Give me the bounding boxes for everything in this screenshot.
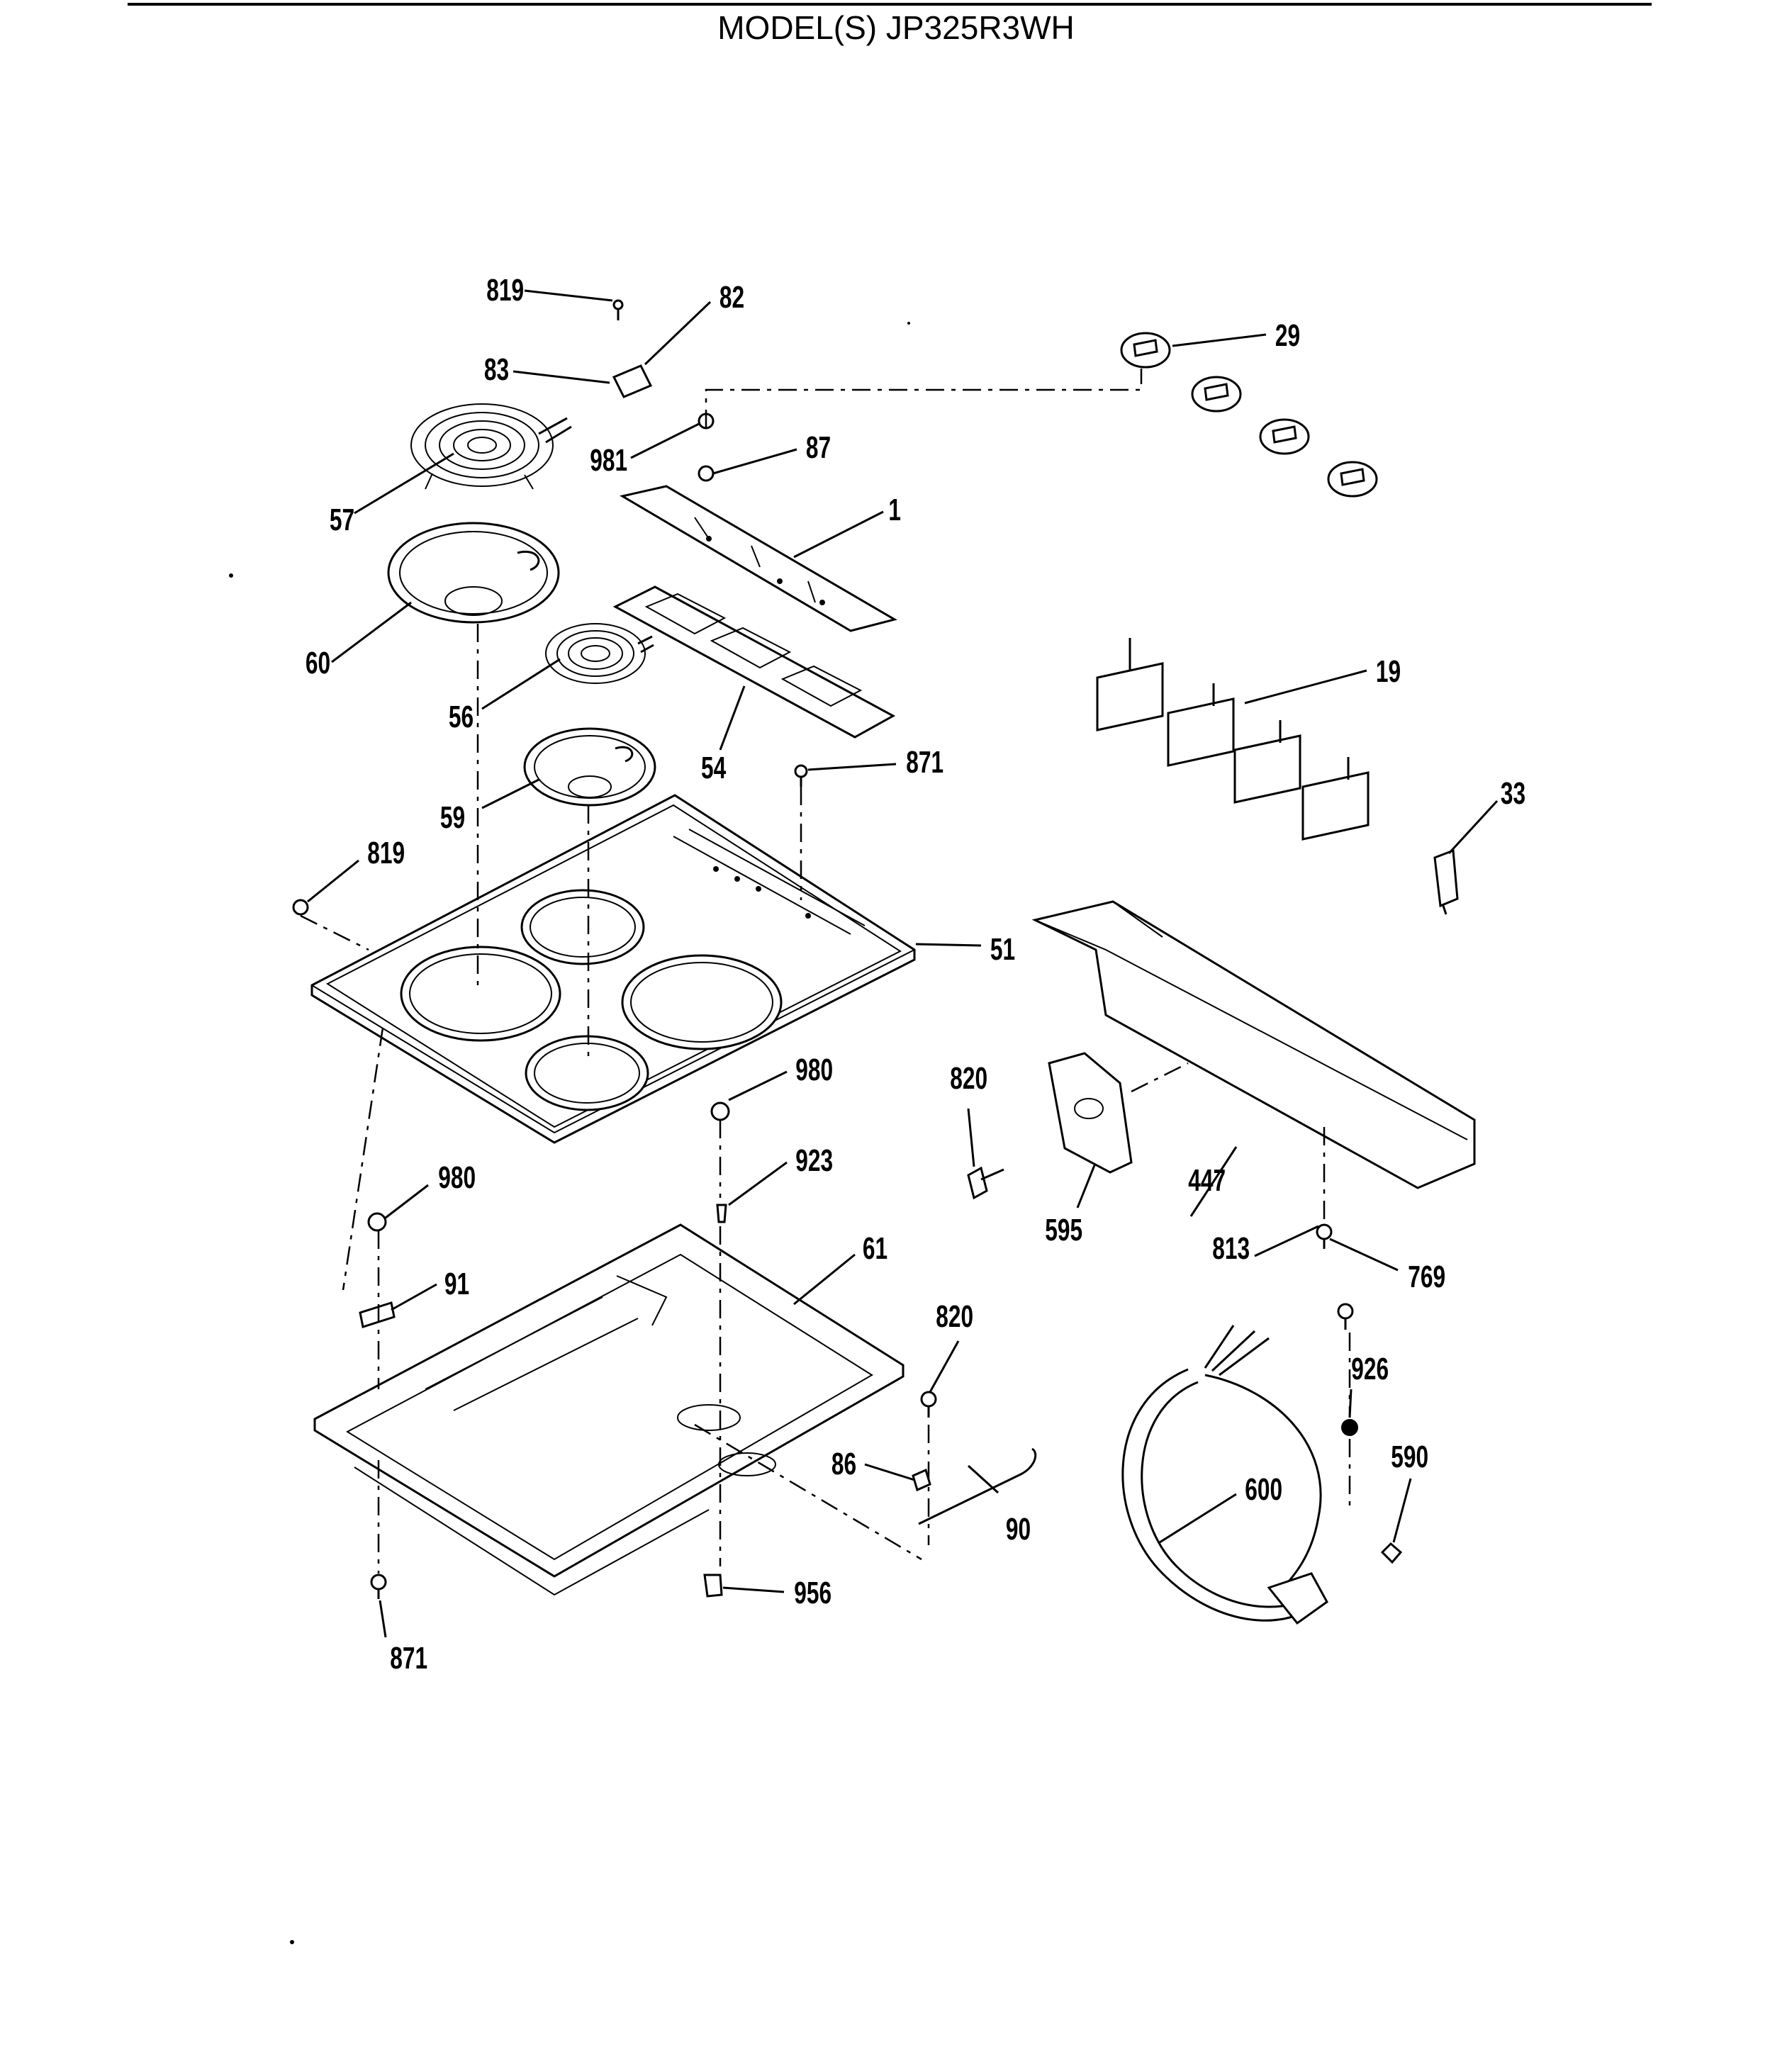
label-59-drip-pan: 59 (440, 800, 465, 835)
label-61-bottom-pan: 61 (863, 1231, 887, 1266)
label-33-indicator-light: 33 (1501, 776, 1525, 811)
control-box-447 (1031, 900, 1476, 1189)
label-54-gasket: 54 (701, 751, 727, 785)
cooktop-top-51 (310, 794, 916, 1144)
label-19-switch: 19 (1376, 654, 1401, 689)
label-923-bolt: 923 (795, 1143, 833, 1178)
infinite-switches-19 (1096, 638, 1370, 841)
label-90-rod: 90 (1006, 1512, 1031, 1547)
label-51-cooktop: 51 (990, 932, 1015, 967)
label-820-screw-b: 820 (936, 1299, 973, 1334)
bottom-pan-61 (313, 1223, 905, 1596)
label-871-screw: 871 (906, 745, 943, 780)
leader-lines (307, 289, 1499, 1638)
label-57-surface-unit: 57 (330, 503, 354, 537)
label-86-clip: 86 (831, 1447, 856, 1481)
label-819-screw: 819 (486, 273, 524, 308)
surface-unit-57 (410, 403, 572, 490)
label-91-clip: 91 (444, 1267, 469, 1301)
label-819-screw-b: 819 (367, 836, 405, 870)
label-56-surface-unit: 56 (449, 700, 474, 734)
label-980-nut-b: 980 (438, 1160, 476, 1195)
surface-unit-56 (545, 623, 654, 684)
label-980-nut: 980 (795, 1053, 833, 1087)
label-600-power-cord: 600 (1245, 1472, 1282, 1507)
label-1-glass-panel: 1 (888, 493, 901, 527)
indicator-light-33 (1433, 848, 1459, 915)
label-871-screw-b: 871 (390, 1641, 427, 1676)
drip-pan-59 (523, 727, 656, 807)
label-595-bracket: 595 (1045, 1213, 1082, 1247)
part-labels: 819 82 83 29 981 87 57 1 60 56 54 19 871… (306, 273, 1525, 1676)
label-82-terminal-block: 82 (719, 280, 744, 315)
label-447-control-box: 447 (1188, 1163, 1226, 1198)
bracket-595 (1048, 1052, 1133, 1174)
label-820-screw: 820 (950, 1061, 987, 1096)
model-title: MODEL(S) JP325R3WH (717, 9, 1075, 46)
power-cord-600 (1121, 1325, 1328, 1625)
control-panel-glass-1 (619, 485, 897, 632)
label-83-bracket: 83 (484, 352, 509, 387)
label-926-nut: 926 (1351, 1352, 1389, 1386)
label-29-knob: 29 (1275, 318, 1300, 353)
knobs-29 (1120, 332, 1378, 498)
control-panel-gasket-54 (612, 585, 896, 739)
scan-specks (229, 322, 910, 1944)
label-87-washer: 87 (806, 430, 831, 465)
drip-pan-60 (387, 522, 560, 624)
alignment-lines (300, 369, 1351, 1574)
label-813-screw: 813 (1212, 1231, 1250, 1266)
header-rule (128, 3, 1652, 6)
label-60-drip-pan: 60 (306, 646, 330, 680)
label-981-nut: 981 (590, 443, 627, 478)
label-956-clip: 956 (794, 1576, 831, 1610)
hardware (292, 299, 1403, 1599)
label-769-screw: 769 (1408, 1260, 1445, 1294)
label-590-lockwasher: 590 (1391, 1440, 1428, 1474)
